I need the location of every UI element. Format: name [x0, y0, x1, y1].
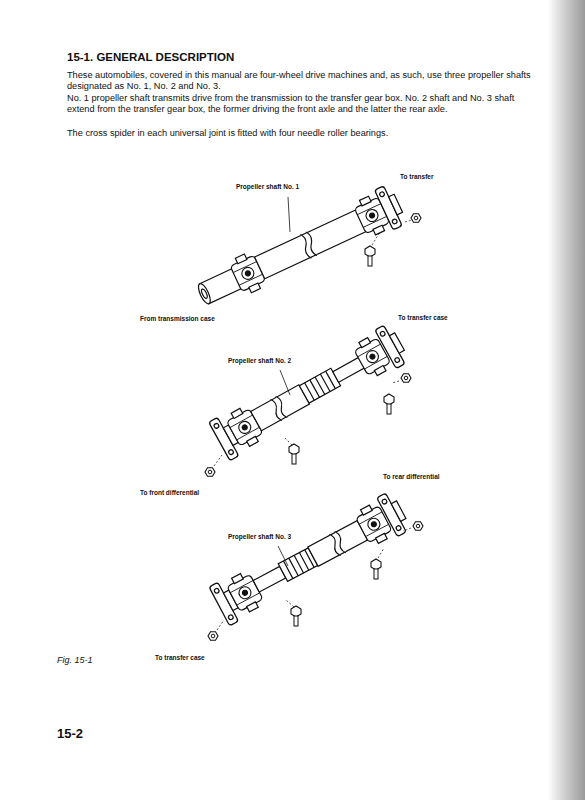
part-name: Propeller shaft No. 3 [228, 533, 291, 540]
direction-label: To front differential [140, 489, 199, 496]
part-name: Propeller shaft No. 2 [228, 357, 291, 364]
part-name: Propeller shaft No. 1 [236, 183, 299, 190]
section-title: 15-1. GENERAL DESCRIPTION [67, 51, 234, 64]
body-text: The cross spider in each universal joint… [67, 128, 537, 139]
direction-label: To rear differential [383, 473, 440, 480]
body-text: These automobiles, covered in this manua… [67, 70, 537, 92]
direction-label: From transmission case [140, 315, 215, 322]
direction-label: To transfer [400, 173, 433, 180]
direction-label: To transfer case [398, 314, 448, 321]
body-text: No. 1 propeller shaft transmits drive fr… [67, 93, 537, 115]
page-number: 15-2 [57, 727, 83, 742]
figure-caption: Fig. 15-1 [57, 655, 93, 665]
direction-label: To transfer case [155, 654, 205, 661]
